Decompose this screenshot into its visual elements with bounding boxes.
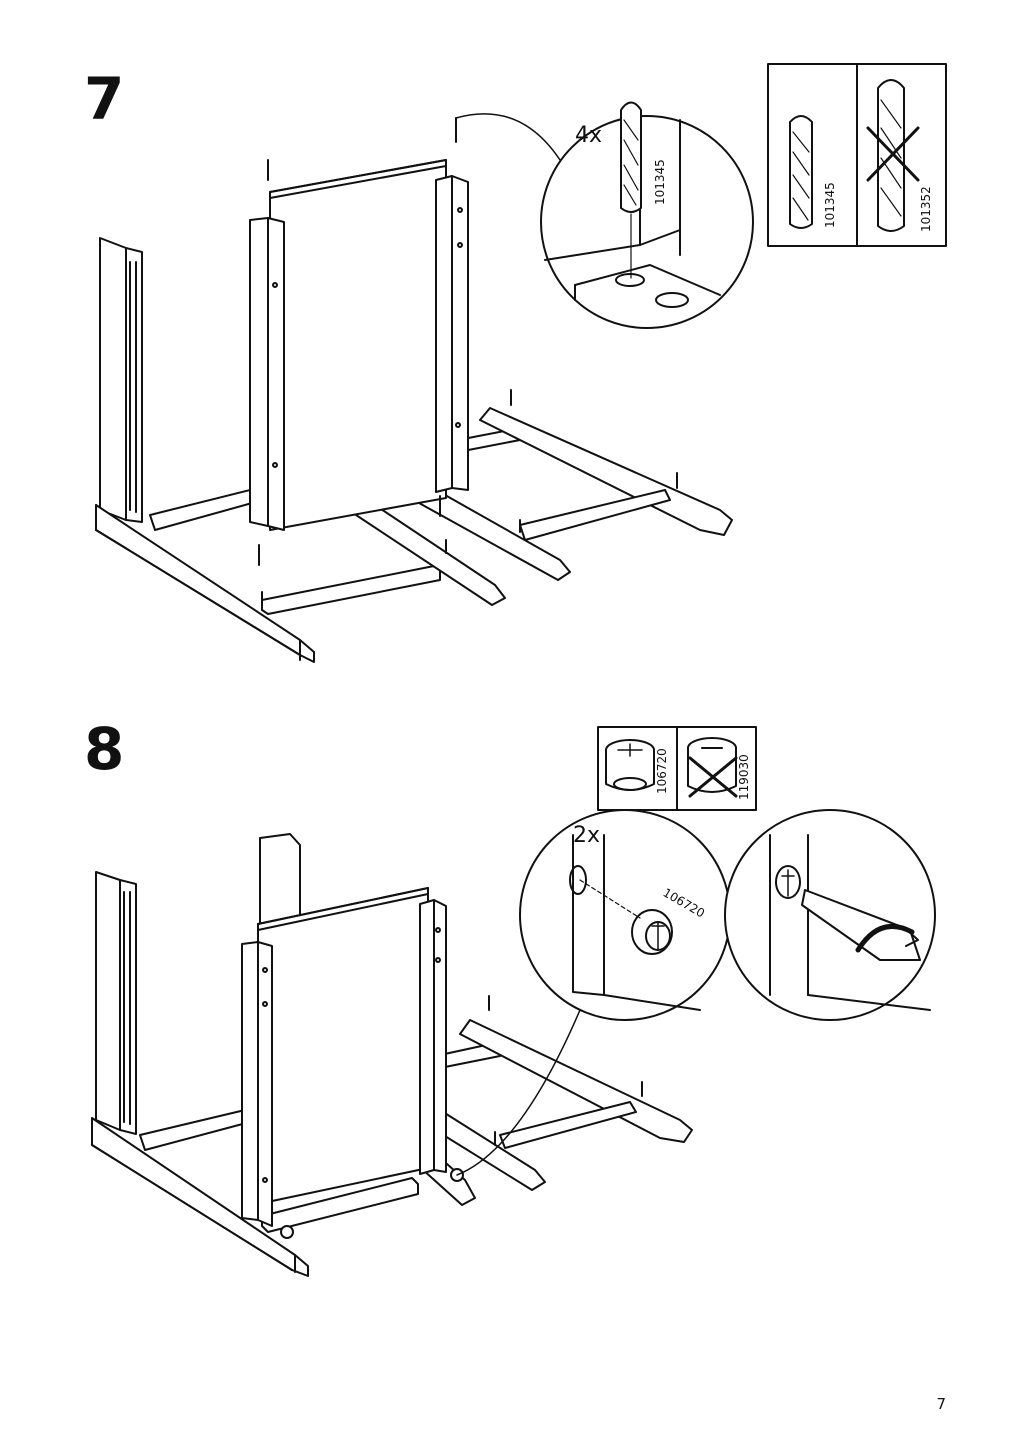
step-7-quantity: 4x: [575, 123, 602, 148]
step-8-wrong-part-number: 119030: [737, 754, 751, 800]
step-8-number: 8: [84, 715, 125, 783]
step-8-zoom-detail-tighten: [724, 809, 936, 1021]
step-8-correct-part-number: 106720: [655, 748, 669, 794]
step-7-frame-illustration: [95, 117, 733, 663]
step-8-frame-illustration: [91, 833, 693, 1277]
step-7-correct-part-number: 101345: [823, 182, 837, 228]
step-7-parts-box: 101345 101352: [767, 63, 947, 247]
step-8-parts-box: 106720 119030: [597, 726, 757, 811]
step-7-zoom-detail: 4x 101345: [455, 101, 754, 329]
correct-dowel-icon: [789, 115, 813, 229]
step-8-quantity: 2x: [573, 823, 600, 848]
step-7-wrong-part-number: 101352: [919, 186, 933, 232]
step-7-dowel-part-number: 101345: [653, 159, 667, 205]
page-number: 7: [936, 1395, 946, 1413]
correct-cam-lock-icon: [605, 739, 655, 791]
step-8-zoom-detail-insert: 2x 106720: [456, 809, 731, 1176]
step-7-number: 7: [84, 65, 125, 133]
screwdriver-icon: [801, 889, 921, 961]
wrong-cam-lock-icon: [687, 737, 737, 793]
